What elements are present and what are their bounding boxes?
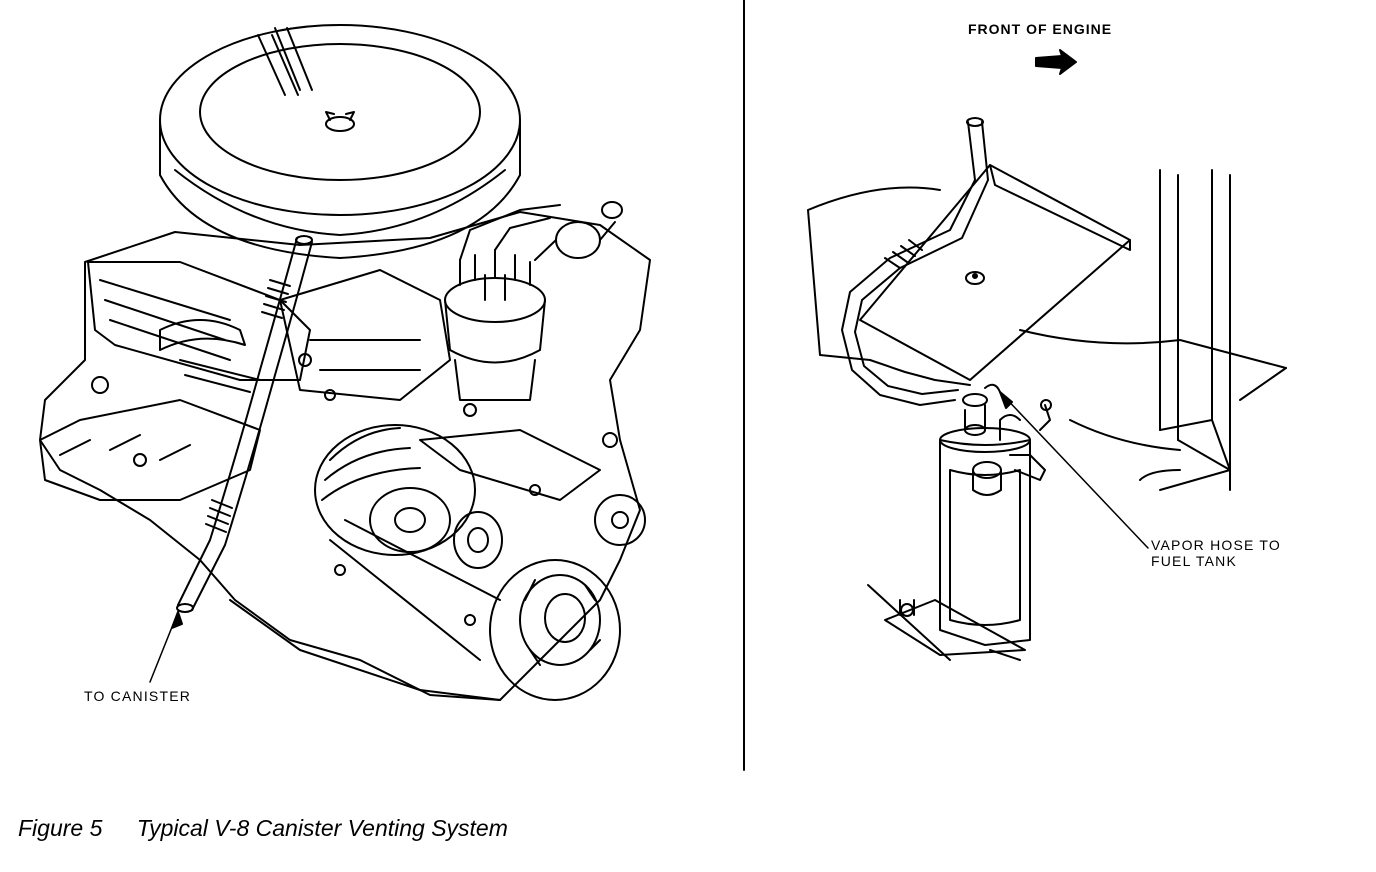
front-arrow-icon: [1035, 49, 1077, 75]
vapor-hose-label-line2: FUEL TANK: [1151, 553, 1238, 569]
vapor-hose-label-line1: VAPOR HOSE TO: [1151, 537, 1281, 553]
to-canister-label: TO CANISTER: [84, 688, 192, 704]
figure-number: Figure 5: [18, 815, 103, 841]
front-of-engine-label: FRONT OF ENGINE: [968, 21, 1113, 37]
engine-illustration: [39, 24, 651, 701]
canister-illustration: [807, 49, 1287, 661]
figure-caption: Figure 5 Typical V-8 Canister Venting Sy…: [18, 815, 508, 842]
vapor-hose-label: VAPOR HOSE TO FUEL TANK: [1151, 537, 1281, 569]
figure-title: Typical V-8 Canister Venting System: [136, 815, 508, 841]
